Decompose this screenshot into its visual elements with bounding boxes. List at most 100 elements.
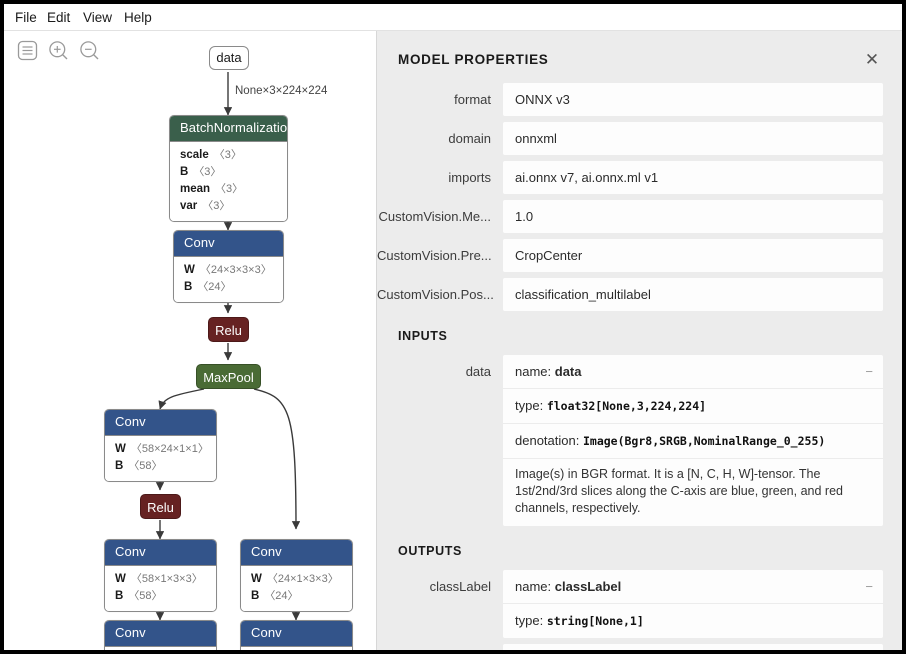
input-row-data: data name: data − type: float32[None,3,2… bbox=[377, 355, 902, 526]
menu-item-file[interactable]: File bbox=[15, 10, 37, 25]
output-label: classLabel bbox=[429, 579, 491, 594]
attribute-value: 〈58〉 bbox=[128, 590, 163, 602]
attribute-key: W bbox=[115, 443, 126, 455]
node-attributes: W 〈58×1×3×3〉 B 〈58〉 bbox=[105, 565, 216, 611]
attribute-key: B bbox=[251, 590, 260, 602]
graph-node-conv-4[interactable]: Conv W〈24×1×3×3〉 B 〈24〉 bbox=[240, 539, 353, 612]
node-attributes: scale〈3〉 B〈3〉 mean〈3〉 var〈3〉 bbox=[170, 141, 287, 221]
property-label: CustomVision.Pos... bbox=[377, 287, 494, 302]
node-attributes: W 〈58×24×1×1〉 B 〈58〉 bbox=[105, 435, 216, 481]
graph-node-conv-3[interactable]: Conv W 〈58×1×3×3〉 B 〈58〉 bbox=[104, 539, 217, 612]
menu-item-help[interactable]: Help bbox=[124, 10, 152, 25]
node-attribute-row: W 〈58×1×3×3〉 bbox=[115, 571, 206, 588]
output-type-line: type: string[None,1] bbox=[503, 604, 883, 638]
output-label: loss bbox=[377, 644, 503, 650]
node-attribute-row: B 〈58〉 bbox=[115, 588, 206, 605]
attribute-value: 〈24×3×3×3〉 bbox=[199, 264, 272, 276]
property-row-domain: domain onnxml bbox=[377, 122, 902, 155]
node-attribute-row: mean〈3〉 bbox=[180, 181, 277, 198]
zoom-in-icon[interactable] bbox=[47, 39, 70, 62]
zoom-out-icon[interactable] bbox=[78, 39, 101, 62]
output-type-key: type: bbox=[515, 613, 544, 628]
graph-node-batchnormalization[interactable]: BatchNormalization scale〈3〉 B〈3〉 mean〈3〉… bbox=[169, 115, 288, 222]
attribute-key: var bbox=[180, 200, 198, 212]
property-row-customvision-preprocess: CustomVision.Pre... CropCenter bbox=[377, 239, 902, 272]
edge-label-input-shape: None×3×224×224 bbox=[235, 85, 328, 97]
graph-node-conv-5[interactable]: Conv bbox=[104, 620, 217, 650]
node-attributes: W〈24×1×3×3〉 B 〈24〉 bbox=[241, 565, 352, 611]
input-type-key: type: bbox=[515, 398, 544, 413]
output-card: name: loss − type: sequence<map<string,f… bbox=[503, 644, 883, 650]
attribute-value: 〈24〉 bbox=[197, 281, 232, 293]
node-attribute-row: W 〈58×24×1×1〉 bbox=[115, 441, 209, 458]
input-type-line: type: float32[None,3,224,224] bbox=[503, 389, 883, 424]
output-name-line: name: loss − bbox=[503, 644, 883, 650]
property-label: format bbox=[454, 92, 491, 107]
attribute-value: 〈3〉 bbox=[202, 200, 231, 212]
node-attribute-row: var 〈3〉 bbox=[180, 198, 277, 215]
attribute-key: W bbox=[115, 573, 126, 585]
input-denotation-value: Image(Bgr8,SRGB,NominalRange_0_255) bbox=[582, 434, 826, 448]
attribute-value: 〈24×1×3×3〉 bbox=[266, 573, 339, 585]
graph-node-maxpool[interactable]: MaxPool bbox=[196, 364, 261, 389]
section-heading-outputs: OUTPUTS bbox=[398, 544, 462, 558]
property-value[interactable]: classification_multilabel bbox=[503, 278, 883, 311]
graph-node-conv-6[interactable]: Conv bbox=[240, 620, 353, 650]
property-value[interactable]: 1.0 bbox=[503, 200, 883, 233]
attribute-key: B bbox=[115, 590, 124, 602]
node-attributes bbox=[105, 646, 216, 650]
close-icon[interactable]: ✕ bbox=[864, 49, 880, 69]
property-value[interactable]: ai.onnx v7, ai.onnx.ml v1 bbox=[503, 161, 883, 194]
output-name-line: name: classLabel − bbox=[503, 570, 883, 604]
property-value[interactable]: onnxml bbox=[503, 122, 883, 155]
node-attribute-row: B 〈24〉 bbox=[251, 588, 342, 605]
output-card: name: classLabel − type: string[None,1] bbox=[503, 570, 883, 638]
graph-node-relu-2[interactable]: Relu bbox=[140, 494, 181, 519]
node-header-label: BatchNormalization bbox=[170, 116, 287, 141]
menu-item-edit[interactable]: Edit bbox=[47, 10, 71, 25]
input-type-value: float32[None,3,224,224] bbox=[546, 399, 707, 413]
node-header-label: Conv bbox=[241, 540, 352, 565]
output-type-value: string[None,1] bbox=[546, 614, 644, 628]
input-label: data bbox=[465, 364, 491, 379]
attribute-value: 〈24〉 bbox=[264, 590, 299, 602]
panel-title: MODEL PROPERTIES bbox=[398, 52, 549, 67]
input-description: Image(s) in BGR format. It is a [N, C, H… bbox=[515, 467, 843, 515]
collapse-toggle-icon[interactable]: − bbox=[865, 644, 873, 650]
property-label: domain bbox=[448, 131, 491, 146]
input-name-line: name: data − bbox=[503, 355, 883, 389]
graph-canvas[interactable]: data None×3×224×224 BatchNormalization s… bbox=[4, 31, 376, 650]
node-header-label: Conv bbox=[241, 621, 352, 646]
collapse-toggle-icon[interactable]: − bbox=[865, 579, 873, 594]
node-attribute-row: W〈24×1×3×3〉 bbox=[251, 571, 342, 588]
attribute-key: W bbox=[184, 264, 195, 276]
attribute-key: B bbox=[115, 460, 124, 472]
collapse-toggle-icon[interactable]: − bbox=[865, 364, 873, 379]
graph-node-conv-2[interactable]: Conv W〈58×24×1×1〉 B〈58〉 bbox=[104, 409, 217, 482]
attribute-value: 〈58〉 bbox=[128, 460, 163, 472]
property-label: CustomVision.Pre... bbox=[377, 248, 492, 263]
attribute-value: 〈58×24×1×1〉 bbox=[130, 443, 209, 455]
attribute-value: 〈58×1×3×3〉 bbox=[130, 573, 203, 585]
property-value[interactable]: CropCenter bbox=[503, 239, 883, 272]
attribute-value: 〈3〉 bbox=[193, 166, 222, 178]
node-attributes: W〈24×3×3×3〉 B〈24〉 bbox=[174, 256, 283, 302]
input-name-value: data bbox=[554, 364, 582, 379]
menu-bar: File Edit View Help bbox=[4, 4, 902, 31]
graph-node-relu-1[interactable]: Relu bbox=[208, 317, 249, 342]
node-attribute-row: W 〈24×3×3×3〉 bbox=[184, 262, 273, 279]
attribute-value: 〈3〉 bbox=[215, 183, 244, 195]
section-heading-inputs: INPUTS bbox=[398, 329, 448, 343]
hamburger-menu-icon[interactable] bbox=[16, 39, 39, 62]
menu-item-view[interactable]: View bbox=[83, 10, 113, 25]
property-label: CustomVision.Me... bbox=[378, 209, 491, 224]
graph-node-data[interactable]: data bbox=[209, 46, 249, 70]
graph-node-conv-1[interactable]: Conv W〈24×3×3×3〉 B〈24〉 bbox=[173, 230, 284, 303]
node-attribute-row: B 〈58〉 bbox=[115, 458, 206, 475]
node-header-label: Conv bbox=[105, 540, 216, 565]
property-row-customvision-metadata: CustomVision.Me... 1.0 bbox=[377, 200, 902, 233]
attribute-key: B bbox=[180, 166, 189, 178]
property-value[interactable]: ONNX v3 bbox=[503, 83, 883, 116]
panel-scroll-area[interactable]: format ONNX v3 domain onnxml imports ai.… bbox=[377, 83, 902, 650]
output-name-key: name: bbox=[515, 579, 552, 594]
